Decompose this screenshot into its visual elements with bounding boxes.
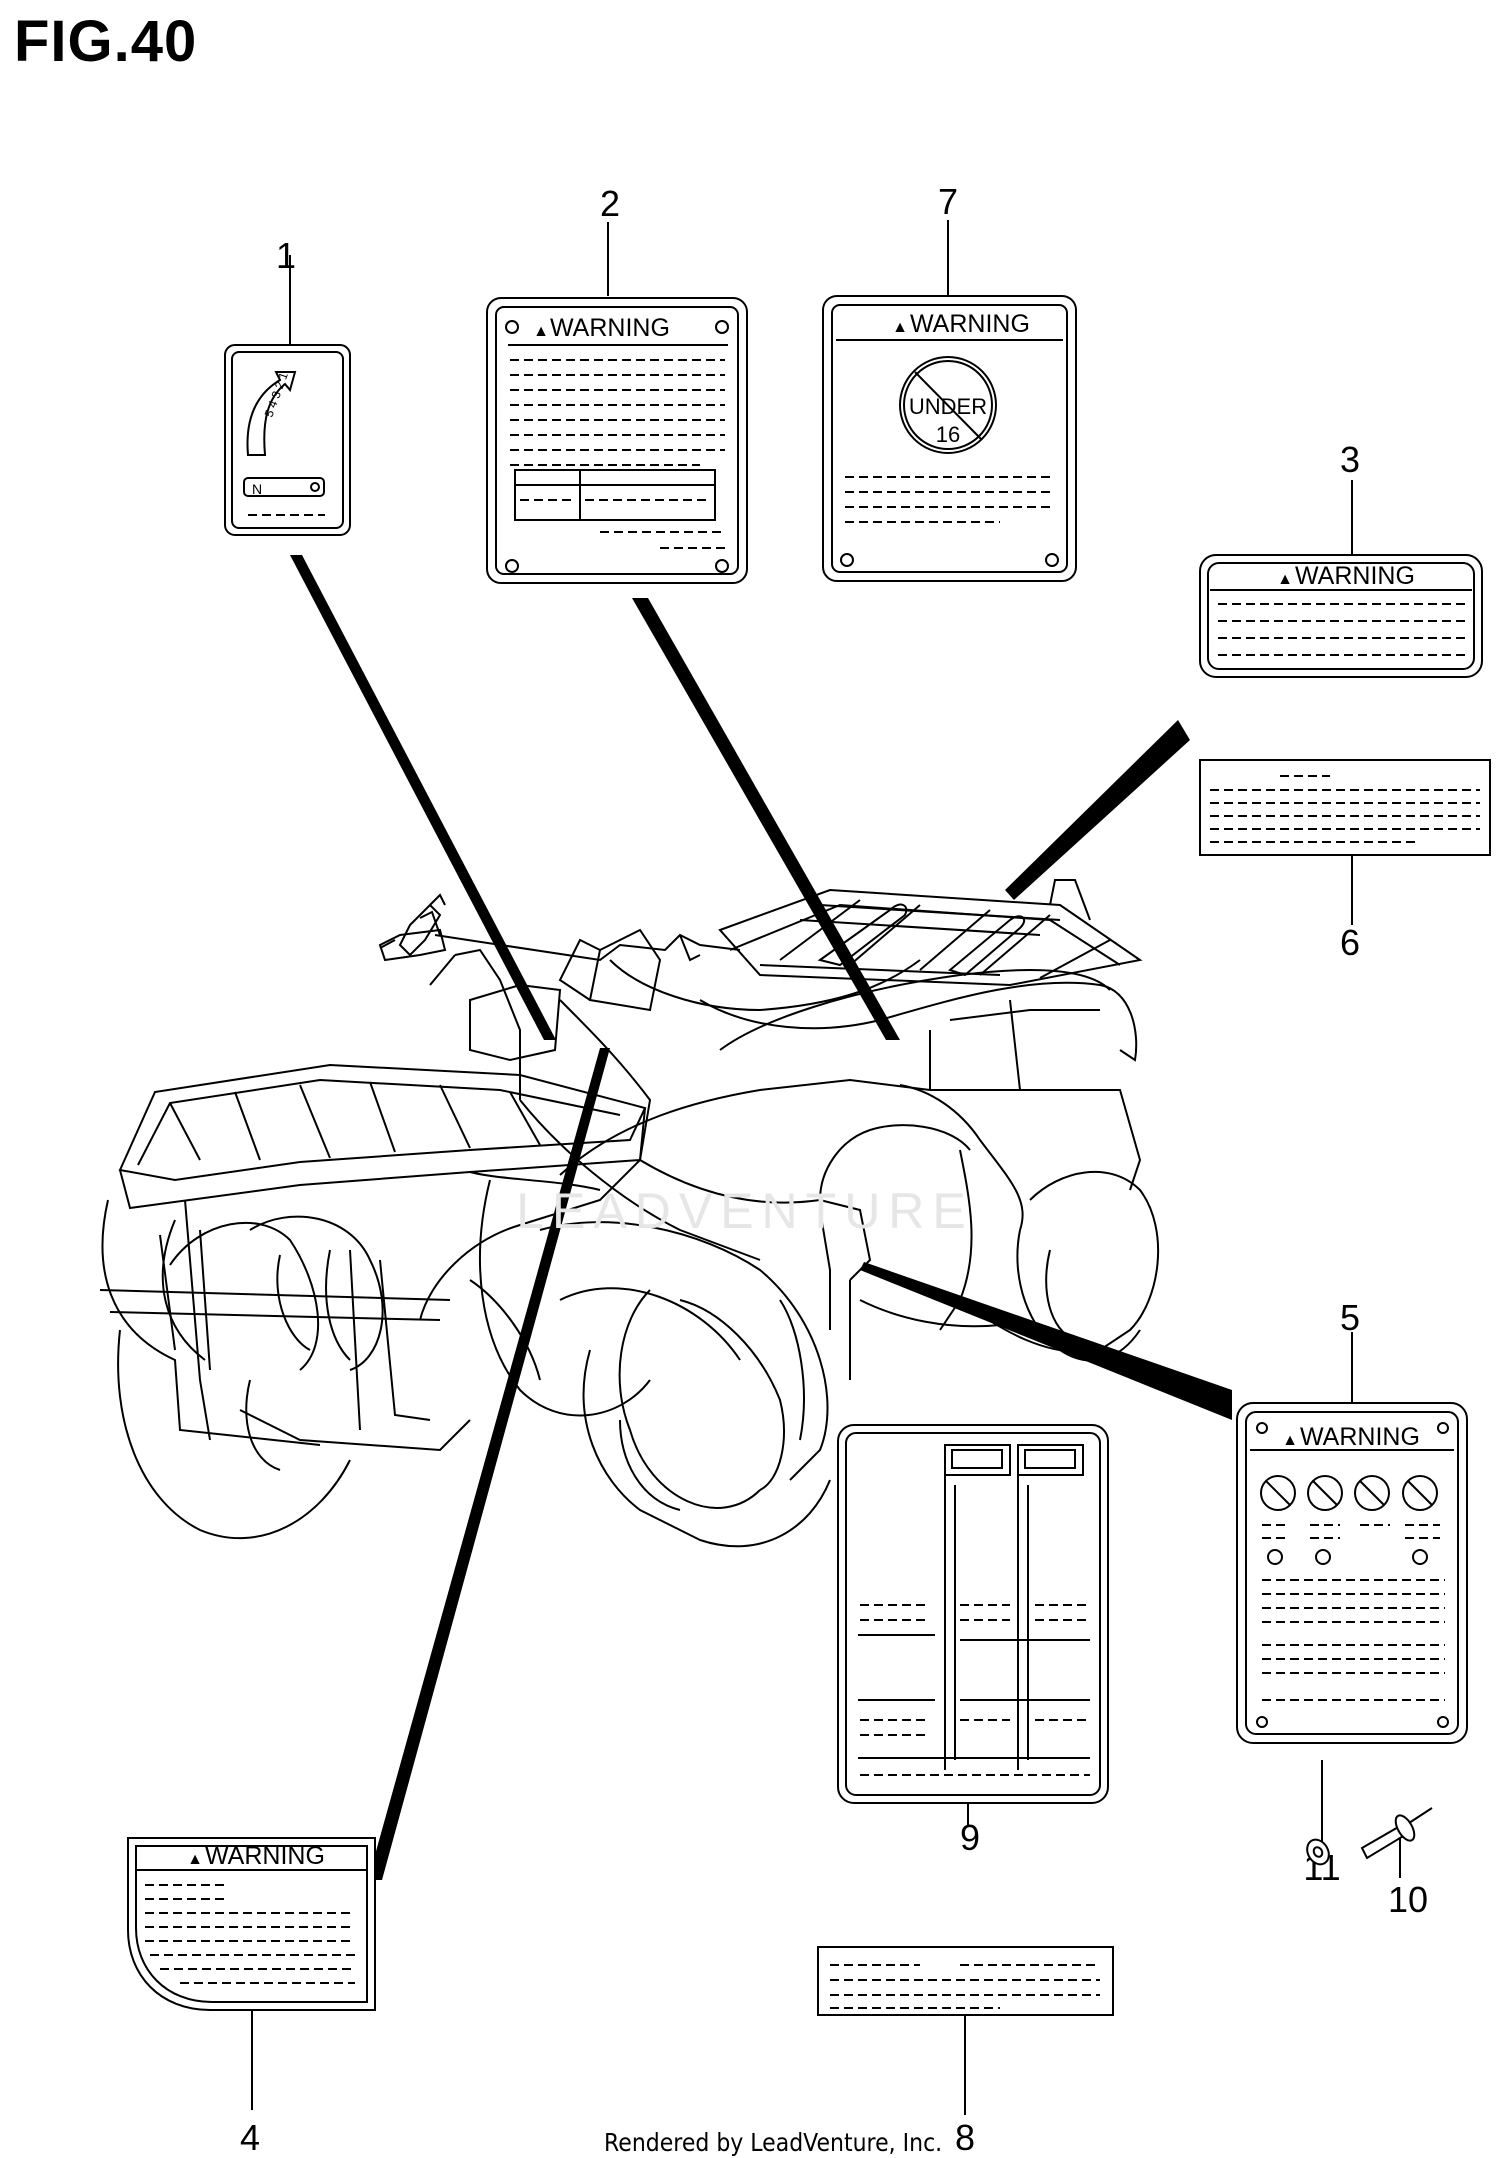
warning-heading-5: WARNING	[1300, 1423, 1420, 1451]
callout-1: 1	[276, 235, 296, 276]
label-1-shift-pattern: 5 4 3 2 1 N	[224, 344, 351, 536]
callout-2: 2	[600, 183, 620, 224]
callout-6: 6	[1340, 922, 1360, 963]
label-3-warning: WARNING ▲	[1199, 554, 1483, 678]
label-2-warning: WARNING ▲	[486, 297, 748, 584]
age-text-line2: 16	[936, 422, 960, 447]
warning-heading-7: WARNING	[910, 310, 1030, 338]
callout-10: 10	[1388, 1879, 1428, 1920]
warning-heading-4: WARNING	[205, 1842, 325, 1870]
warning-heading-2: WARNING	[550, 314, 670, 342]
no-under-16-icon	[899, 356, 997, 454]
label-6-caution	[1199, 759, 1491, 856]
atv-outline	[99, 879, 1160, 1548]
warning-triangle-icon: ▲	[187, 1851, 203, 1868]
warning-heading-3: WARNING	[1295, 562, 1415, 590]
callout-8: 8	[955, 2117, 975, 2158]
part-10-rivet	[1360, 1807, 1433, 1860]
leader-lines	[251, 220, 1401, 2115]
label-8-information	[817, 1946, 1114, 2016]
figure-title: FIG.40	[14, 9, 198, 74]
warning-triangle-icon: ▲	[1277, 571, 1293, 588]
watermark: LEADVENTURE	[516, 1183, 974, 1239]
warning-triangle-icon: ▲	[533, 323, 549, 340]
callout-4: 4	[240, 2117, 260, 2158]
label-7-age-warning: WARNING ▲ UNDER 16	[822, 295, 1077, 582]
callout-7: 7	[938, 181, 958, 222]
neutral-mark: N	[252, 481, 262, 497]
label-9-information	[837, 1424, 1109, 1804]
age-text-line1: UNDER	[909, 394, 987, 419]
warning-triangle-icon: ▲	[1282, 1432, 1298, 1449]
warning-triangle-icon: ▲	[892, 319, 908, 336]
label-5-warning-pictograms: WARNING ▲	[1236, 1402, 1468, 1744]
callout-9: 9	[960, 1817, 980, 1858]
part-11-washer	[1306, 1838, 1330, 1866]
pictogram-icons	[1260, 1475, 1438, 1511]
callout-3: 3	[1340, 439, 1360, 480]
label-4-warning: WARNING ▲	[127, 1837, 376, 2011]
callout-5: 5	[1340, 1297, 1360, 1338]
footer-credit: Rendered by LeadVenture, Inc.	[604, 2128, 943, 2157]
